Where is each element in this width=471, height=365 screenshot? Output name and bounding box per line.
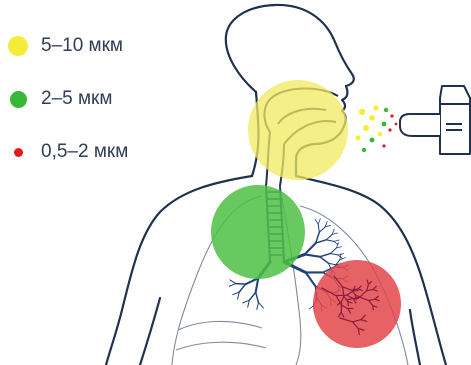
bronchus	[326, 240, 334, 242]
bronchus	[257, 302, 259, 309]
bronchus	[305, 243, 316, 254]
particle-dot	[369, 115, 375, 121]
particle-dot	[363, 125, 369, 131]
particle-dot	[378, 132, 382, 136]
bronchus	[239, 284, 245, 292]
bronchus	[315, 219, 318, 224]
bronchus	[236, 284, 246, 285]
particle-dot	[388, 128, 391, 131]
bronchus	[249, 292, 255, 300]
particle-dot	[359, 109, 365, 115]
bronchus	[305, 254, 320, 256]
particle-spray-icon	[355, 105, 397, 152]
bronchus	[320, 253, 331, 256]
bronchus	[230, 280, 236, 284]
bronchus	[229, 284, 236, 287]
bronchus	[258, 302, 263, 308]
zone-upper-airway	[248, 80, 348, 180]
particle-dot	[362, 148, 366, 152]
bronchiole	[373, 306, 374, 310]
bronchiole	[348, 301, 349, 305]
bronchus	[326, 234, 332, 239]
zone-alveoli	[313, 260, 401, 348]
bronchus	[330, 253, 338, 255]
inhaler-icon	[400, 86, 470, 154]
bronchus	[256, 292, 259, 302]
bronchus	[318, 219, 320, 224]
particle-dot	[373, 105, 378, 110]
particle-dot	[395, 123, 398, 126]
bronchus	[306, 272, 316, 286]
particle-dot	[384, 108, 388, 112]
particle-dot	[382, 122, 387, 127]
particle-dot	[355, 135, 360, 140]
bronchus	[334, 240, 339, 241]
bronchus	[319, 227, 325, 232]
particle-dot	[370, 138, 375, 143]
zone-bronchi	[211, 185, 305, 279]
bronchiole	[336, 295, 347, 296]
particle-dot	[382, 144, 385, 147]
bronchus	[320, 257, 329, 264]
bronchus	[330, 248, 336, 253]
particle-dot	[390, 114, 393, 117]
bronchus	[318, 224, 319, 232]
